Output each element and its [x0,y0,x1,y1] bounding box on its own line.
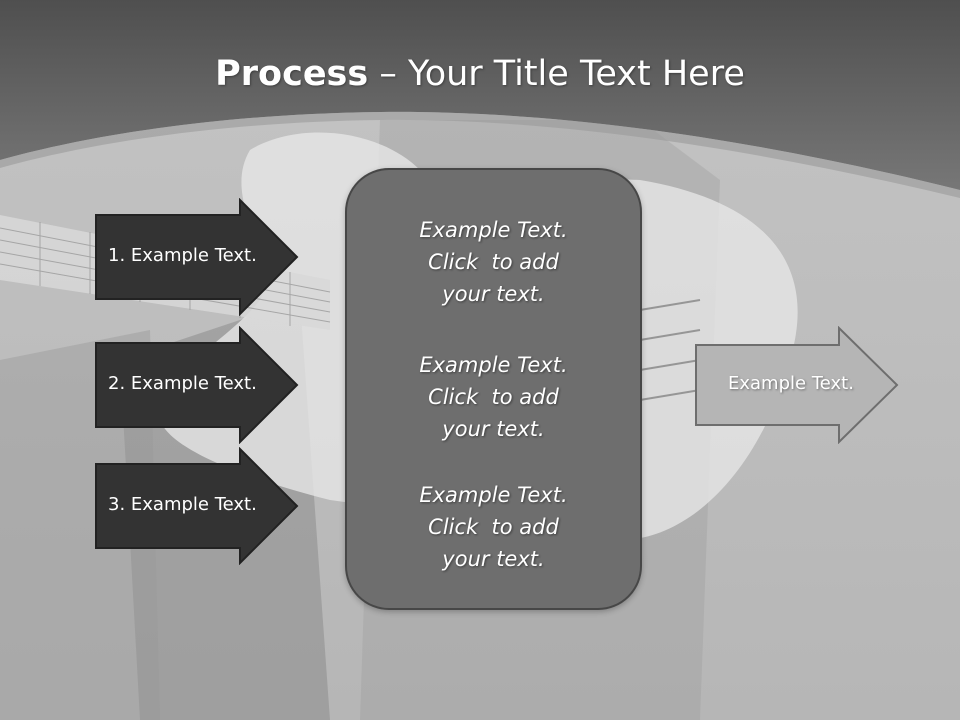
input-arrow-label: 2. Example Text. [108,373,257,394]
center-text-line: Example Text. [419,218,568,242]
center-text-block-3: Example Text. Click to add your text. [347,479,640,575]
input-arrow-1[interactable]: 1. Example Text. [94,198,300,316]
center-text-line: Click to add [428,385,559,409]
output-arrow[interactable]: Example Text. [694,326,900,444]
title-rest-part: – Your Title Text Here [368,54,745,94]
output-arrow-label: Example Text. [728,373,854,394]
right-arrow-shape-icon [95,198,299,316]
center-process-box[interactable]: Example Text. Click to add your text. Ex… [345,168,642,610]
center-text-block-2: Example Text. Click to add your text. [347,349,640,445]
center-text-block-1: Example Text. Click to add your text. [347,214,640,310]
input-arrow-2[interactable]: 2. Example Text. [94,326,300,444]
title-bold-part: Process [215,54,369,94]
right-arrow-outline-icon [695,326,899,444]
center-text-line: Click to add [428,515,559,539]
slide-title: Process – Your Title Text Here [0,52,960,96]
center-text-line: your text. [442,282,545,306]
center-text-line: your text. [442,417,545,441]
input-arrow-label: 1. Example Text. [108,245,257,266]
input-arrow-label: 3. Example Text. [108,494,257,515]
center-text-line: Example Text. [419,483,568,507]
right-arrow-shape-icon [95,326,299,444]
input-arrow-3[interactable]: 3. Example Text. [94,447,300,565]
center-text-line: Click to add [428,250,559,274]
center-text-line: your text. [442,547,545,571]
center-text-line: Example Text. [419,353,568,377]
right-arrow-shape-icon [95,447,299,565]
